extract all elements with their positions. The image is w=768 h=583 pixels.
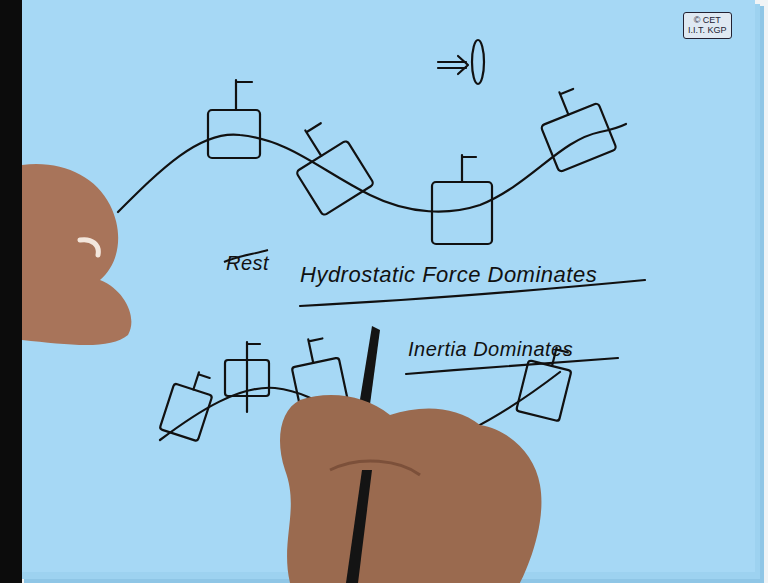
watermark-box: © CETI.I.T. KGP <box>683 12 732 39</box>
watermark-text: I.I.T. KGP <box>688 25 727 35</box>
struck-word: Rest <box>226 252 269 275</box>
handwritten-heading: Inertia Dominates <box>408 338 573 361</box>
handwritten-heading: Hydrostatic Force Dominates <box>300 262 597 288</box>
watermark-text: © CET <box>688 15 727 25</box>
